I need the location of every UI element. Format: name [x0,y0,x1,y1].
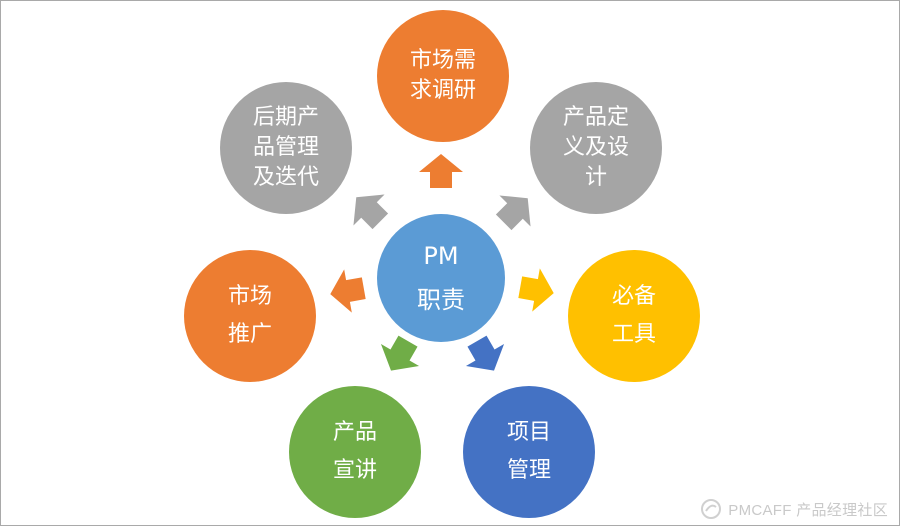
node-project-management: 项目 管理 [463,386,595,518]
node-label-line: 市场需 [409,48,476,73]
node-label-line: 推广 [227,322,272,347]
node-product-design: 产品定 义及设 计 [530,82,662,214]
node-label-line: 及迭代 [252,165,319,190]
node-label-line: 产品定 [562,105,629,130]
node-label-line: 求调研 [409,78,476,103]
node-label-line: 后期产 [252,105,319,130]
center-subtitle: 职责 [417,286,465,314]
center-title: PM [423,242,459,270]
node-market-research: 市场需 求调研 [377,10,509,142]
node-label-line: 工具 [611,322,656,347]
node-label-line: 产品 [332,420,377,445]
node-tools: 必备 工具 [568,250,700,382]
node-label-line: 品管理 [252,135,319,160]
node-label-line: 义及设 [562,135,629,160]
pmcaff-logo-icon [701,499,722,519]
center-node-pm-duties: PM 职责 [377,214,505,342]
node-label-line: 计 [584,165,607,190]
node-market-promotion: 市场 推广 [184,250,316,382]
node-label-line: 宣讲 [332,458,377,483]
watermark-text: PMCAFF 产品经理社区 [728,501,888,519]
node-label-line: 市场 [227,284,272,309]
node-label-line: 项目 [506,420,551,445]
node-post-management: 后期产 品管理 及迭代 [220,82,352,214]
watermark: PMCAFF 产品经理社区 [700,496,888,522]
node-label-line: 必备 [611,284,656,309]
node-product-promotion: 产品 宣讲 [289,386,421,518]
node-label-line: 管理 [506,458,551,483]
